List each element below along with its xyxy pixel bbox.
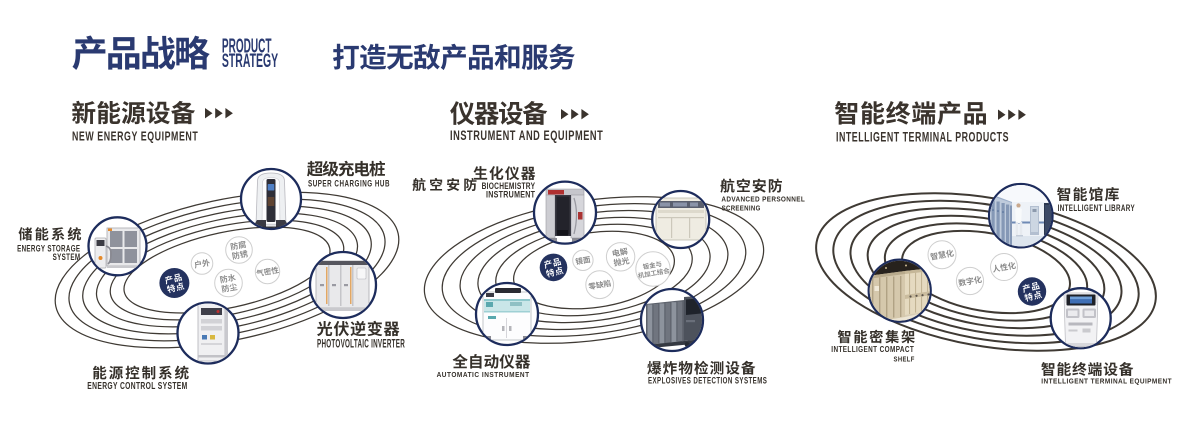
svg-text:STRATEGY: STRATEGY [222,50,278,72]
svg-text:SCREENING: SCREENING [722,204,761,213]
svg-text:INTELLIGENT TERMINAL PRODUCTS: INTELLIGENT TERMINAL PRODUCTS [836,129,1009,145]
svg-text:SHELF: SHELF [894,355,915,364]
svg-text:SUPER CHARGING HUB: SUPER CHARGING HUB [308,178,390,189]
svg-text:INSTRUMENT: INSTRUMENT [486,190,535,201]
svg-text:INTELLIGENT LIBRARY: INTELLIGENT LIBRARY [1058,203,1135,213]
svg-text:SYSTEM: SYSTEM [53,252,81,262]
svg-text:INTELLIGENT TERMINAL EQUIPMENT: INTELLIGENT TERMINAL EQUIPMENT [1041,376,1172,385]
svg-text:PHOTOVOLTAIC INVERTER: PHOTOVOLTAIC INVERTER [317,337,405,351]
svg-text:NEW ENERGY EQUIPMENT: NEW ENERGY EQUIPMENT [72,129,198,143]
svg-text:INTELLIGENT COMPACT: INTELLIGENT COMPACT [831,344,914,354]
svg-text:ENERGY CONTROL SYSTEM: ENERGY CONTROL SYSTEM [87,381,187,392]
svg-text:INSTRUMENT AND EQUIPMENT: INSTRUMENT AND EQUIPMENT [450,128,603,143]
svg-text:ADVANCED PERSONNEL: ADVANCED PERSONNEL [721,195,805,204]
svg-text:EXPLOSIVES DETECTION SYSTEMS: EXPLOSIVES DETECTION SYSTEMS [648,375,767,385]
svg-text:ENERGY STORAGE: ENERGY STORAGE [17,243,80,253]
svg-text:AUTOMATIC INSTRUMENT: AUTOMATIC INSTRUMENT [437,370,530,379]
svg-text:PRODUCT: PRODUCT [222,34,272,57]
svg-text:BIOCHEMISTRY: BIOCHEMISTRY [482,181,536,192]
